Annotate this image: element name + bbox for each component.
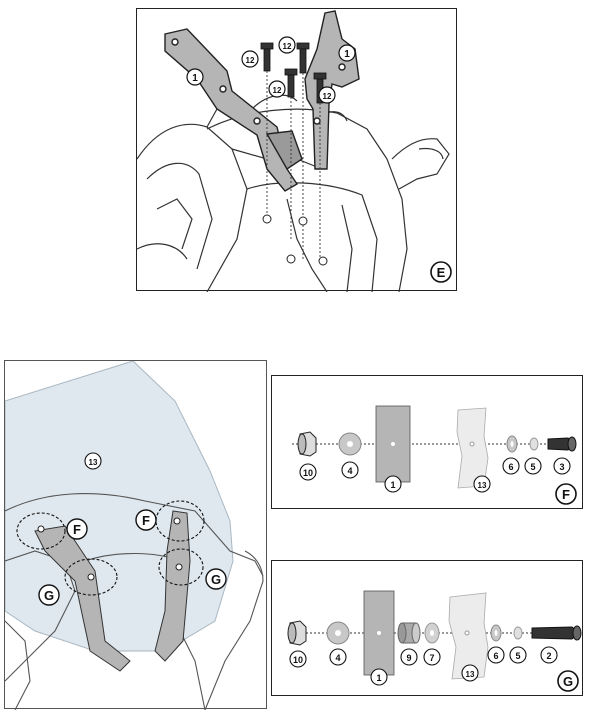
nut-10 [287, 620, 307, 646]
part-13-label: 13 [89, 458, 98, 467]
panel-f-labels: 10 4 1 13 6 5 3 [299, 457, 571, 493]
svg-text:7: 7 [429, 653, 434, 663]
zone-ellipses [16, 500, 205, 596]
svg-text:10: 10 [293, 655, 303, 665]
screen-bolts [37, 517, 183, 581]
svg-text:1: 1 [192, 73, 198, 84]
svg-text:F: F [142, 513, 150, 528]
washer-6 [506, 435, 518, 453]
washer-4 [326, 621, 350, 645]
screw-2 [531, 625, 582, 641]
panel-e-drawing: 1 1 12 12 12 12 E [137, 10, 452, 292]
svg-text:12: 12 [273, 86, 282, 95]
svg-text:12: 12 [246, 56, 255, 65]
svg-text:E: E [437, 265, 446, 280]
windscreen [5, 361, 234, 652]
svg-text:4: 4 [335, 653, 340, 663]
windscreen-drawing: 13 F F G G [5, 361, 264, 710]
svg-text:F: F [73, 522, 81, 537]
alignment-lines [266, 71, 321, 259]
svg-text:3: 3 [559, 462, 564, 472]
washer-6 [490, 624, 502, 642]
callouts: 1 1 12 12 12 12 [186, 36, 356, 104]
panel-f-letter: F [555, 483, 577, 505]
part-13-callout [84, 452, 102, 470]
svg-text:F: F [562, 487, 570, 502]
panel-f-exploded-view: 10 4 1 13 6 5 3 F [271, 375, 583, 509]
svg-text:13: 13 [466, 670, 475, 679]
svg-text:13: 13 [478, 481, 487, 490]
brackets-behind-screen [34, 510, 191, 672]
svg-text:G: G [44, 588, 54, 603]
svg-text:12: 12 [323, 92, 332, 101]
svg-text:9: 9 [406, 653, 411, 663]
panel-e-bracket-mounting: 1 1 12 12 12 12 E [136, 8, 457, 292]
spacer-9 [397, 622, 421, 644]
screen-13 [448, 592, 489, 680]
svg-text:2: 2 [546, 651, 551, 661]
panel-g-labels: 10 4 1 9 7 13 6 5 2 [289, 646, 558, 686]
nut-10 [297, 431, 317, 457]
zone-letters: F F G G [38, 509, 227, 606]
svg-text:6: 6 [493, 651, 498, 661]
mounting-screws [262, 214, 328, 266]
panel-e-letter: E [430, 261, 452, 283]
svg-text:1: 1 [344, 49, 350, 60]
svg-text:G: G [211, 572, 221, 587]
svg-text:5: 5 [530, 462, 535, 472]
svg-text:6: 6 [508, 462, 513, 472]
svg-text:4: 4 [347, 466, 352, 476]
washer-4 [338, 432, 362, 456]
svg-text:12: 12 [283, 42, 292, 51]
svg-text:10: 10 [303, 468, 313, 478]
screw-3 [547, 436, 577, 452]
svg-text:G: G [563, 674, 573, 689]
washer-7 [424, 622, 440, 644]
svg-text:5: 5 [515, 651, 520, 661]
panel-g-exploded-view: 10 4 1 9 7 13 6 5 2 G [271, 560, 583, 696]
svg-text:1: 1 [390, 480, 395, 490]
panel-f-drawing: 10 4 1 13 6 5 3 F [292, 405, 577, 505]
panel-g-drawing: 10 4 1 9 7 13 6 5 2 G [287, 590, 582, 692]
washer-5 [513, 626, 523, 640]
panel-g-letter: G [557, 670, 579, 692]
panel-windscreen-zones: 13 F F G G [4, 360, 267, 710]
washer-5 [529, 437, 539, 451]
svg-text:1: 1 [376, 673, 381, 683]
